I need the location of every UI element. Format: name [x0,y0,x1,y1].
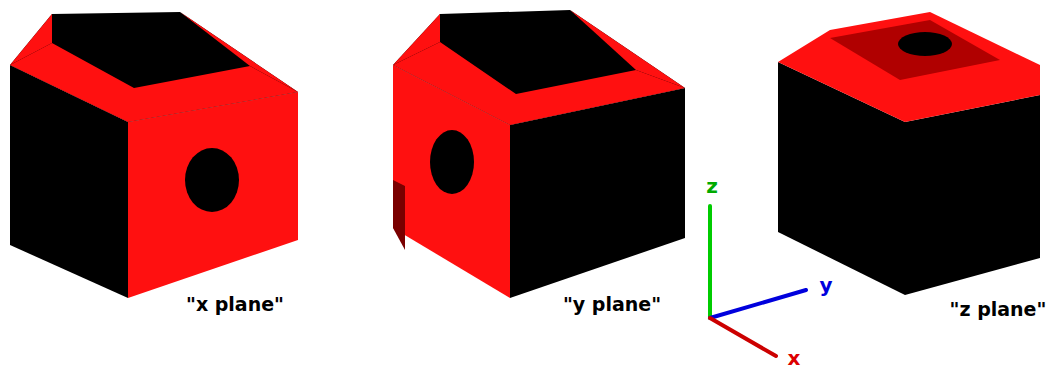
axis-label: y [819,274,832,297]
y-plane-cube [393,10,685,298]
z-plane-cube [778,12,1040,295]
plane-caption: "x plane" [186,294,284,316]
axis-label: x [788,347,801,370]
axis-label: z [706,175,718,198]
axis-triad [710,206,806,356]
x-plane-cube [10,12,298,298]
plane-caption: "z plane" [950,299,1047,321]
plane-caption: "y plane" [563,294,661,316]
